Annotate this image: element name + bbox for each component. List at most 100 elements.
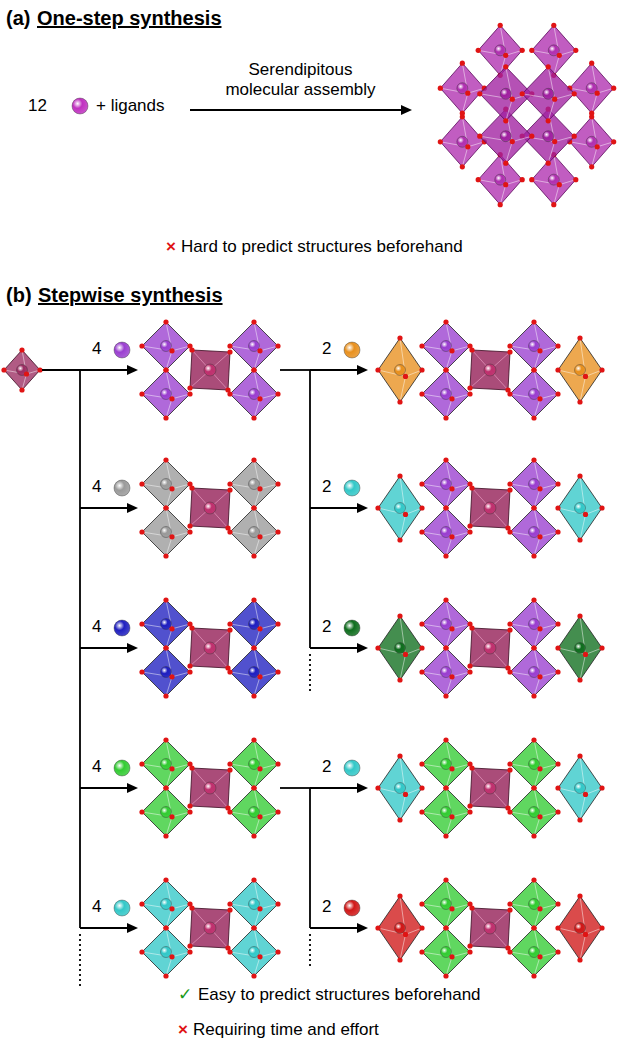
octahedron-edge [254,909,260,928]
oxygen-dot [443,415,448,420]
octahedron-edge [254,629,260,648]
octahedron-edge [472,768,508,808]
metal-sphere [395,503,406,514]
oxygen-dot [163,645,168,650]
oxygen-dot [375,785,380,790]
oxygen-dot [397,399,402,404]
octahedron-edge [540,764,558,769]
octahedron-edge [506,99,513,121]
central-octahedron [470,488,510,528]
oxygen-dot [552,97,557,102]
oxygen-dot [510,97,515,102]
dotted-continuation [309,934,311,968]
octahedron-edge [452,904,470,909]
count-label: 4 [92,617,101,637]
oxygen-dot [257,954,262,959]
arrowhead [357,365,368,375]
oxygen-dot [449,814,454,819]
metal-sphere [575,365,586,376]
oxygen-dot [251,877,256,882]
oxygen-dot [187,669,192,674]
oxygen-dot [419,481,424,486]
oxygen-dot [227,349,232,354]
octahedron-edge [446,537,452,556]
oxygen-dot [187,391,192,396]
oxygen-dot [460,111,465,116]
oxygen-dot [225,525,230,530]
octahedron [422,928,470,976]
oxygen-dot [507,761,512,766]
oxygen-dot [251,693,256,698]
arrowhead [127,923,138,933]
flow-line [309,788,311,928]
central-octahedron [190,488,230,528]
octahedron [532,155,576,205]
octahedron [422,600,470,648]
flow-line [80,927,130,929]
flow-line [310,647,360,649]
octahedron-edge [470,352,510,388]
oxygen-dot [275,481,280,486]
oxygen-dot [531,785,536,790]
oxygen-dot [227,487,232,492]
oxygen-dot [537,954,542,959]
oxygen-dot [476,177,481,182]
octahedron-edge [512,136,532,141]
oxygen-dot [163,925,168,930]
oxygen-dot [503,53,508,58]
oxygen-dot [169,396,174,401]
oxygen-dot [163,785,168,790]
octahedron-edge [548,142,555,164]
octahedron-edge [472,628,508,668]
arrowhead [127,365,138,375]
oxygen-dot [397,473,402,478]
octahedron-edge [446,769,452,788]
oxygen-dot [529,134,534,139]
oxygen-dot [257,766,262,771]
octahedron-edge [166,769,172,788]
octahedron-edge [586,928,603,934]
oxygen-dot [505,665,510,670]
oxygen-dot [469,485,474,490]
oxygen-dot [443,833,448,838]
oxygen-dot [449,486,454,491]
oxygen-dot [443,785,448,790]
octahedron [142,370,190,418]
octahedron-edge [534,677,540,696]
oxygen-dot [467,949,472,954]
oxygen-dot [557,182,562,187]
oxygen-dot [520,177,525,182]
oxygen-dot [505,805,510,810]
oxygen-dot [419,925,424,930]
octahedron-edge [540,394,558,399]
octahedron-edge [580,514,586,540]
metal-sphere [344,900,360,916]
metal-sphere [344,342,360,358]
oxygen-dot [537,814,542,819]
octahedron-edge [260,484,278,489]
metal-sphere [344,480,360,496]
oxygen-dot [599,925,604,930]
octahedron [558,896,602,960]
oxygen-dot [531,319,536,324]
octahedron [510,880,558,928]
oxygen-dot [169,348,174,353]
oxygen-dot [227,627,232,632]
metal-sphere [204,922,216,934]
octahedron-edge [254,489,260,508]
oxygen-dot [595,144,600,149]
octahedron-edge [580,376,586,402]
octahedron [422,370,470,418]
octahedron-edge [462,93,468,113]
oxygen-dot [438,86,443,91]
oxygen-dot [139,343,144,348]
panel-heading: Stepwise synthesis [38,283,223,307]
oxygen-dot [257,348,262,353]
arrow-label: Serendipitous molecular assembly [218,60,383,100]
oxygen-dot [505,945,510,950]
oxygen-dot [163,597,168,602]
oxygen-dot [169,626,174,631]
octahedron-edge [592,93,598,113]
octahedron [230,740,278,788]
oxygen-dot [163,737,168,742]
